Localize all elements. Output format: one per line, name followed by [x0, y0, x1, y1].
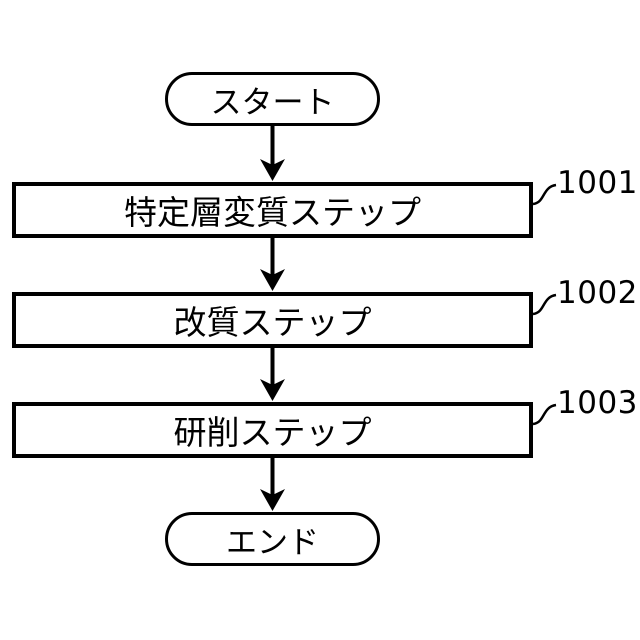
- arrow-1003-to-end: [260, 458, 285, 511]
- node-step-1002-label: 改質ステップ: [173, 303, 372, 342]
- node-end-label: エンド: [226, 524, 319, 561]
- arrow-start-to-1001: [260, 126, 285, 181]
- node-step-1001-label: 特定層変質ステップ: [124, 193, 421, 232]
- arrow-1002-to-1003: [260, 348, 285, 401]
- node-step-1001: 特定層変質ステップ: [12, 182, 533, 238]
- node-start-label: スタート: [210, 84, 335, 121]
- node-end: エンド: [165, 512, 380, 566]
- leader-line-1001: [532, 183, 557, 206]
- ref-label-1001: 1001: [557, 165, 638, 201]
- node-step-1002: 改質ステップ: [12, 292, 533, 348]
- node-step-1003: 研削ステップ: [12, 402, 533, 458]
- node-step-1003-label: 研削ステップ: [173, 413, 372, 452]
- node-start: スタート: [165, 72, 380, 126]
- ref-label-1003: 1003: [557, 385, 638, 421]
- arrow-1001-to-1002: [260, 238, 285, 291]
- leader-line-1002: [532, 293, 557, 316]
- leader-line-1003: [532, 403, 557, 426]
- ref-label-1002: 1002: [557, 275, 638, 311]
